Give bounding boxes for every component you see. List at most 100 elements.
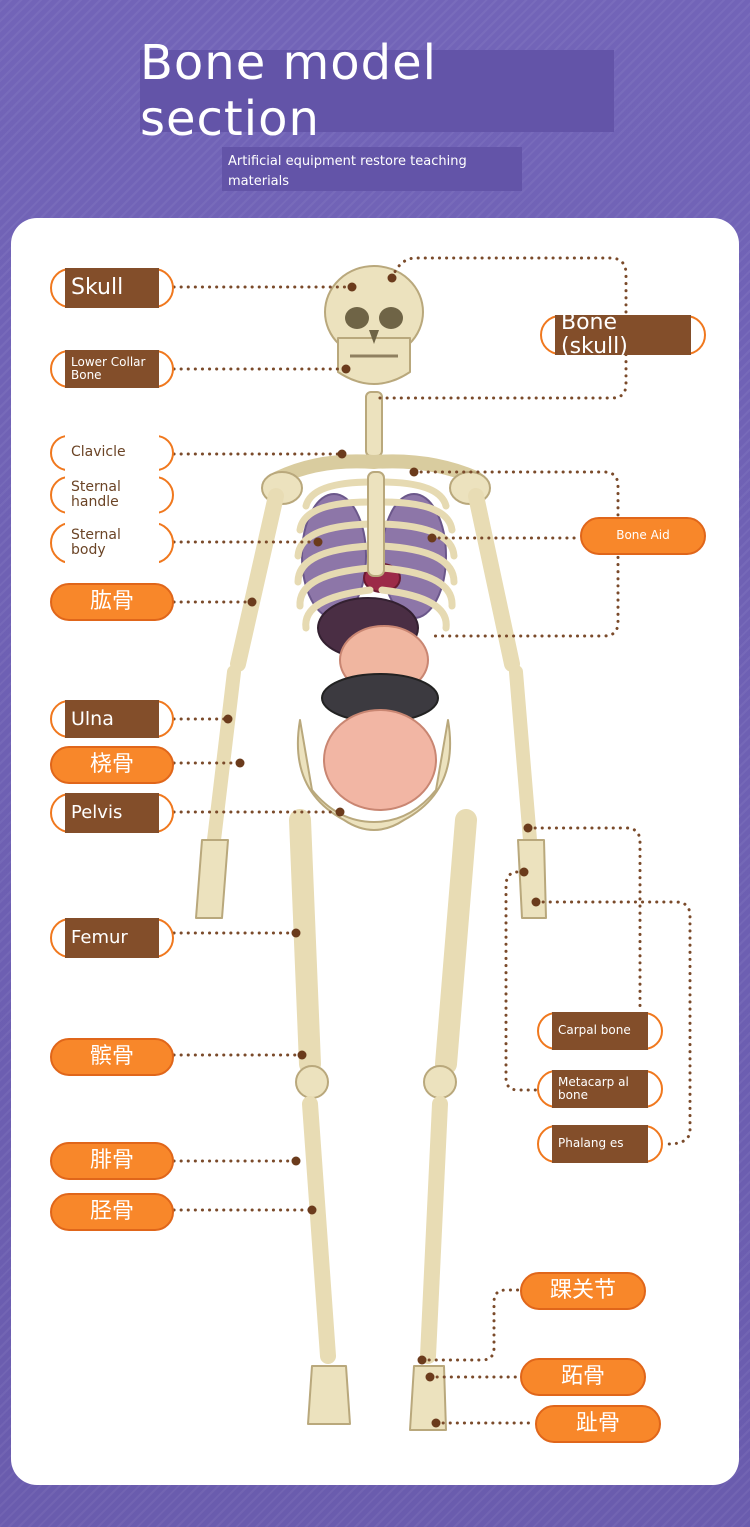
humerus-left bbox=[230, 488, 284, 672]
foot-right bbox=[409, 1365, 447, 1431]
label-toe-bone: 趾骨 bbox=[535, 1405, 661, 1443]
label-text: 髌骨 bbox=[89, 1043, 134, 1069]
page-subtitle: Artificial equipment restore teaching ma… bbox=[228, 154, 467, 189]
leader-dot-lower-collar-bone bbox=[341, 364, 351, 374]
leader-dot-radius bbox=[235, 758, 245, 768]
cervical-spine bbox=[365, 391, 383, 457]
leader-dot-carpal bbox=[523, 823, 533, 833]
label-text: Clavicle bbox=[71, 444, 126, 461]
label-fibula: 腓骨 bbox=[50, 1142, 174, 1180]
leader-dot-femur bbox=[291, 928, 301, 938]
subtitle-banner: Artificial equipment restore teaching ma… bbox=[222, 147, 522, 191]
label-text: Femur bbox=[71, 927, 128, 949]
hand-right bbox=[517, 839, 547, 919]
leader-dot-bone-aid bbox=[409, 467, 419, 477]
patella-left bbox=[295, 1065, 329, 1099]
leader-line-bone-skull bbox=[376, 256, 628, 400]
label-plate: 跖骨 bbox=[535, 1358, 631, 1396]
femur-left bbox=[289, 809, 321, 1075]
label-ulna: Ulna bbox=[50, 700, 174, 738]
leader-lines bbox=[172, 256, 692, 1428]
leader-dot-clavicle bbox=[337, 449, 347, 459]
label-pelvis: Pelvis bbox=[50, 793, 174, 833]
leader-dot-metacarpal bbox=[519, 867, 529, 877]
label-patella: 髌骨 bbox=[50, 1038, 174, 1076]
label-text: Ulna bbox=[71, 707, 114, 730]
label-plate: Bone Aid bbox=[595, 517, 691, 555]
label-carpal-bone: Carpal bone bbox=[537, 1012, 663, 1050]
label-plate: Carpal bone bbox=[552, 1012, 648, 1050]
leader-dot-pelvis bbox=[335, 807, 345, 817]
label-humerus: 肱骨 bbox=[50, 583, 174, 621]
label-plate: Sternal handle bbox=[65, 476, 159, 514]
label-plate: 趾骨 bbox=[550, 1405, 646, 1443]
label-text: Carpal bone bbox=[558, 1023, 631, 1038]
label-text: Pelvis bbox=[71, 802, 123, 824]
leader-line-ankle bbox=[420, 1288, 522, 1362]
leader-dot-metatarsal bbox=[425, 1372, 435, 1382]
label-plate: 踝关节 bbox=[535, 1272, 631, 1310]
label-text: 胫骨 bbox=[89, 1198, 134, 1224]
label-sternal-handle: Sternal handle bbox=[50, 476, 174, 514]
small-intestine bbox=[323, 709, 437, 811]
label-plate: Pelvis bbox=[65, 793, 159, 833]
nasal-cavity bbox=[369, 330, 379, 344]
leader-dot-sternal-body bbox=[313, 537, 323, 547]
label-lower-collar-bone: Lower Collar Bone bbox=[50, 350, 174, 388]
label-text: 腓骨 bbox=[89, 1147, 134, 1173]
forearm-right bbox=[509, 665, 537, 847]
label-text: 踝关节 bbox=[549, 1277, 616, 1303]
pelvis-bone bbox=[296, 719, 452, 831]
label-text: Sternal handle bbox=[71, 478, 121, 510]
label-sternal-body: Sternal body bbox=[50, 522, 174, 564]
leader-dot-toe bbox=[431, 1418, 441, 1428]
leader-dot-skull bbox=[347, 282, 357, 292]
label-text: Bone Aid bbox=[616, 528, 670, 543]
label-skull: Skull bbox=[50, 268, 174, 308]
leader-dot-patella bbox=[297, 1050, 307, 1060]
eye-socket-right bbox=[379, 307, 403, 329]
leader-dot-ulna bbox=[223, 714, 233, 724]
clavicles bbox=[271, 454, 483, 485]
label-plate: Clavicle bbox=[65, 435, 159, 471]
label-ankle-joint: 踝关节 bbox=[520, 1272, 646, 1310]
label-plate: Skull bbox=[65, 268, 159, 308]
leader-dot-phalanges bbox=[531, 897, 541, 907]
label-plate: Sternal body bbox=[65, 522, 159, 564]
label-text: 桡骨 bbox=[89, 751, 134, 777]
label-plate: Metacarp al bone bbox=[552, 1070, 648, 1108]
label-plate: 髌骨 bbox=[65, 1038, 159, 1076]
label-metatarsal: 跖骨 bbox=[520, 1358, 646, 1396]
humerus-right bbox=[468, 488, 520, 672]
page-title: Bone model section bbox=[140, 35, 437, 147]
rib-cage bbox=[294, 478, 458, 632]
hand-left bbox=[195, 839, 229, 919]
label-plate: Bone (skull) bbox=[555, 310, 691, 359]
label-tibia: 胫骨 bbox=[50, 1193, 174, 1231]
title-banner: Bone model section bbox=[140, 35, 614, 147]
tibia-left bbox=[302, 1096, 336, 1364]
label-plate: Lower Collar Bone bbox=[65, 350, 159, 388]
label-text: 趾骨 bbox=[575, 1410, 620, 1436]
leader-dot-tibia bbox=[307, 1205, 317, 1215]
label-radius: 桡骨 bbox=[50, 746, 174, 784]
label-plate: 肱骨 bbox=[65, 583, 159, 621]
label-text: 跖骨 bbox=[560, 1363, 605, 1389]
leader-dot-fibula bbox=[291, 1156, 301, 1166]
label-femur: Femur bbox=[50, 918, 174, 958]
label-clavicle: Clavicle bbox=[50, 435, 174, 471]
eye-socket-left bbox=[345, 307, 369, 329]
label-bone-aid: Bone Aid bbox=[580, 517, 706, 555]
leader-dot-humerus bbox=[247, 597, 257, 607]
patella-right bbox=[423, 1065, 457, 1099]
leader-line-carpal bbox=[526, 826, 642, 1014]
leader-dot-ankle bbox=[417, 1355, 427, 1365]
tibia-right bbox=[420, 1096, 448, 1364]
forearm-left bbox=[207, 665, 241, 847]
label-plate: Phalang es bbox=[552, 1125, 648, 1163]
label-text: Metacarp al bone bbox=[558, 1074, 629, 1102]
leader-dot-bone-aid-mid bbox=[427, 533, 437, 543]
label-text: Sternal body bbox=[71, 526, 121, 558]
leader-line-metacarpal bbox=[504, 870, 539, 1092]
